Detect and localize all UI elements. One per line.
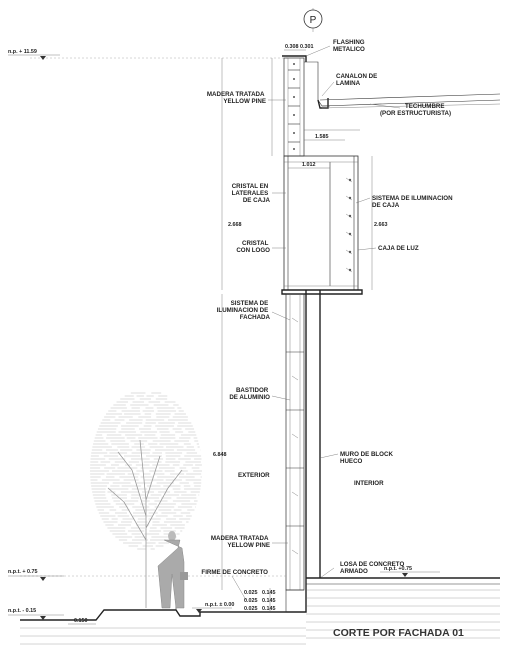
light-box [281,155,363,295]
leader-sistema-caja [355,197,371,204]
level-zero-label: n.p.t. ± 0.00 [205,602,234,608]
dim-0150: 0.150 [74,618,88,624]
dim-1012: 1.012 [302,162,316,168]
leader-bastidor [271,395,291,401]
leader-techumbre [369,103,401,109]
leader-flashing [305,45,331,57]
leader-losa [319,567,335,579]
dims-stack: 0.025 0.145 0.025 0.145 0.025 0.145 [244,588,276,612]
label-cristal-logo: CRISTAL CON LOGO [236,240,270,254]
dim-0025b: 0.025 [244,598,258,604]
dim-0308: 0.308 [285,44,299,50]
leader-firme [231,575,247,601]
label-losa: LOSA DE CONCRETO ARMADO [340,561,406,575]
level-street: n.p.t. - 0.15 [8,608,64,620]
label-muro-block: MURO DE BLOCK HUECO [340,451,395,465]
block-wall [305,290,321,578]
leader-canalon [321,81,335,97]
dim-0025c: 0.025 [244,606,258,612]
roof-assembly [304,61,501,131]
dim-0025a: 0.025 [244,590,258,596]
grid-marker-label: P [310,15,317,26]
level-sidewalk-label: n.p.t. + 0.75 [8,569,38,575]
level-top: n.p. + 11.59 [8,49,290,60]
dim-2663: 2.663 [374,222,388,228]
label-madera-bottom: MADERA TRATADA YELLOW PINE [211,535,270,549]
parapet-wood-panel [283,57,305,157]
dim-1585: 1.585 [315,134,329,140]
label-cristal-laterales: CRISTAL EN LATERALES DE CAJA [232,183,271,204]
label-sistema-fachada: SISTEMA DE ILUMINACION DE FACHADA [217,300,271,321]
grid-bubble [303,9,323,29]
label-caja-luz: CAJA DE LUZ [378,245,419,252]
drawing-title: CORTE POR FACHADA 01 [333,627,464,639]
lower-facade-wood [285,293,305,591]
dim-6848: 6.848 [213,452,227,458]
label-interior: INTERIOR [354,480,384,487]
level-zero: n.p.t. ± 0.00 [192,602,234,613]
label-madera-top: MADERA TRATADA YELLOW PINE [207,91,266,105]
label-bastidor: BASTIDOR DE ALUMINIO [229,387,270,401]
tree-illustration [90,392,202,608]
dim-0145a: 0.145 [262,590,276,596]
dim-0145c: 0.145 [262,606,276,612]
flashing-metal [282,55,307,62]
level-interior-label: n.p.t. +0.75 [384,566,412,572]
label-sistema-caja: SISTEMA DE ILUMINACION DE CAJA [372,195,454,209]
ground-section [20,577,500,645]
dim-2668: 2.668 [228,222,242,228]
label-techumbre: TECHUMBRE (POR ESTRUCTURISTA) [380,103,451,117]
leader-caja-luz [357,247,377,251]
label-flashing: FLASHING METALICO [333,39,366,53]
leader-muro-block [319,453,339,459]
leader-sistema-fachada [271,311,291,321]
level-interior: n.p.t. +0.75 [380,566,440,577]
level-street-label: n.p.t. - 0.15 [8,608,36,614]
person-silhouette [157,531,188,609]
level-top-label: n.p. + 11.59 [8,49,37,55]
label-canalon: CANALON DE LAMINA [336,73,379,87]
dim-0145b: 0.145 [262,598,276,604]
label-exterior: EXTERIOR [238,472,270,479]
label-firme: FIRME DE CONCRETO [201,569,268,576]
dim-0301: 0.301 [300,44,314,50]
level-sidewalk: n.p.t. + 0.75 [8,569,286,581]
